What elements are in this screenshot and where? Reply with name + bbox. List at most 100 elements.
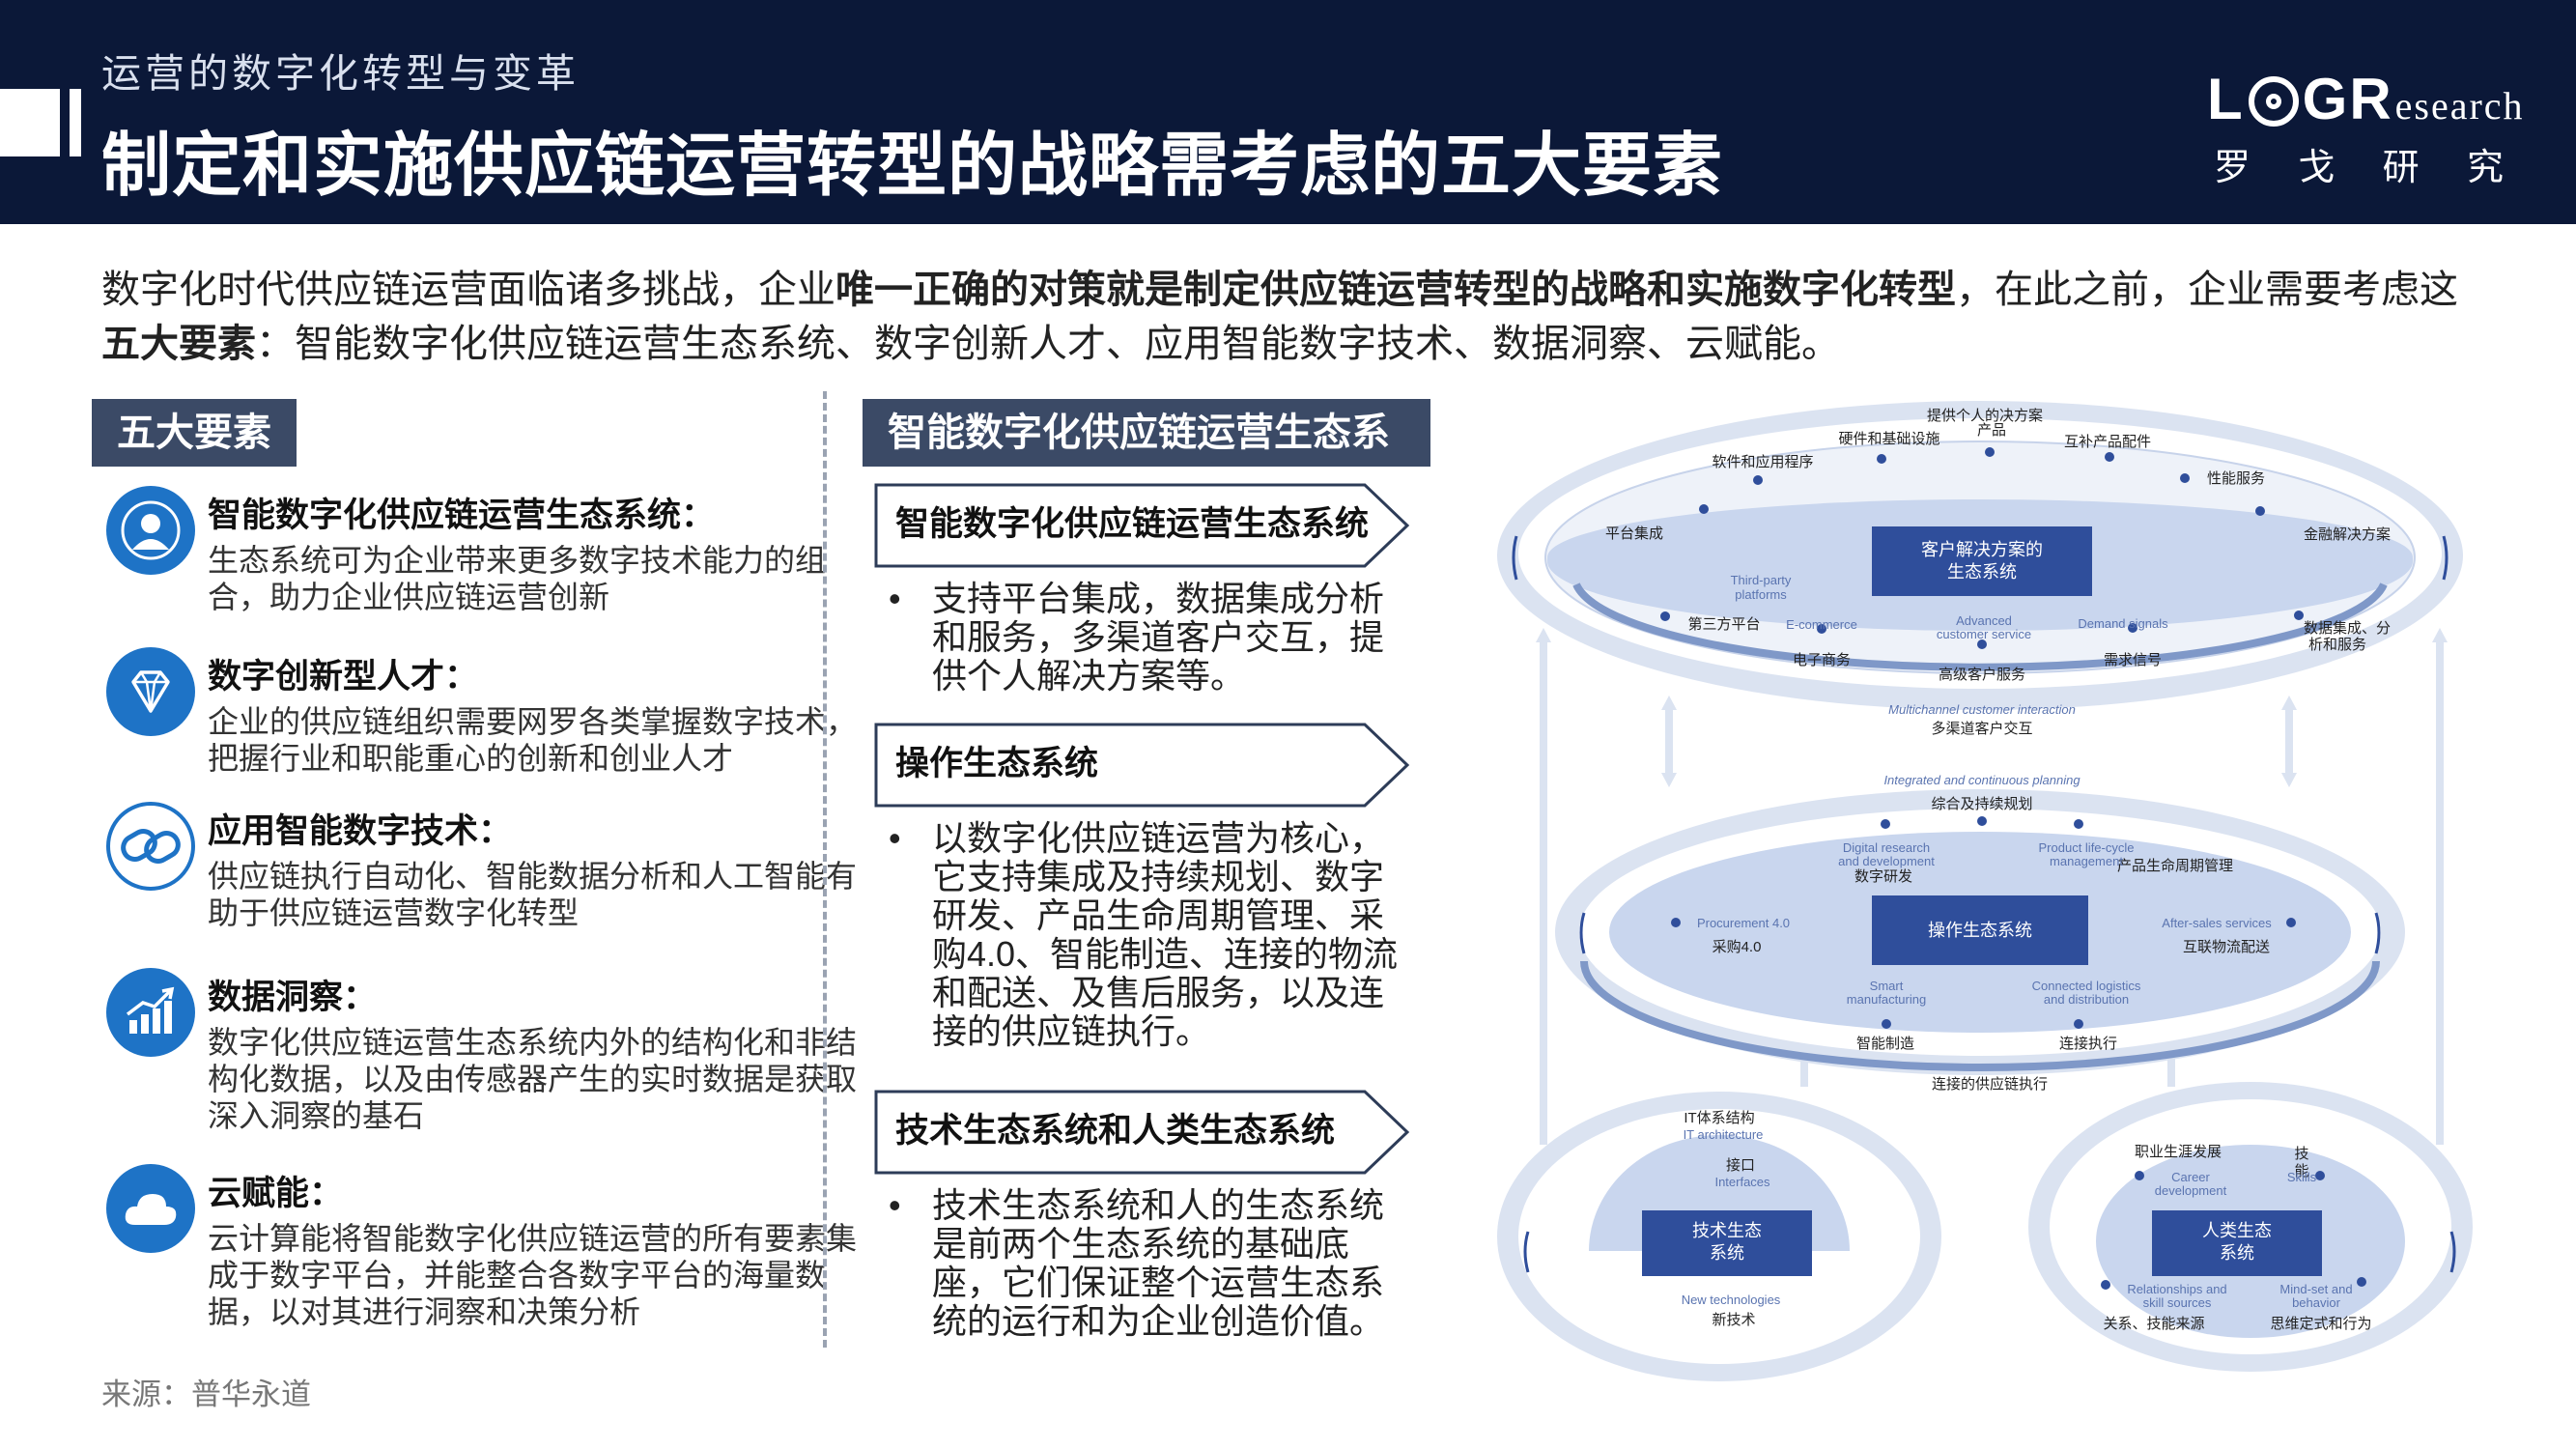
node-label-en: management [2050,854,2123,868]
node-label-en: customer service [1937,627,2031,641]
node-label: 金融解决方案 [2304,526,2391,543]
node-label-en: After-sales services [2162,916,2272,930]
node-label: 技 [2294,1146,2308,1162]
node-label-en: platforms [1735,587,1787,602]
chain-link-icon [106,802,195,891]
logo-char: 究 [2466,148,2504,188]
node-label: 平台集成 [1605,526,1663,542]
ecosystem-tag: 智能数字化供应链运营生态系统 [863,399,1430,522]
intro-text: ：智能数字化供应链运营生态系统、数字创新人才、应用智能数字技术、数据洞察、云赋能… [256,323,1840,365]
node-label: 连接执行 [2059,1036,2117,1052]
node-label: 数字研发 [1854,868,1912,885]
node-label-en: Mind-set and [2279,1282,2352,1296]
bullet-dot: • [889,579,901,618]
node-label-en: Third-party [1731,573,1792,587]
factor-desc: 数字化供应链运营生态系统内外的结构化和非结构化数据，以及由传感器产生的实时数据是… [208,1025,858,1133]
center-box [2152,1210,2322,1276]
node-label: 能 [2294,1163,2308,1179]
bar-chart-icon [106,968,195,1057]
node-label: 互联物流配送 [2183,939,2270,955]
node-dots [1671,816,2296,1029]
five-factors-tag: 五大要素 [92,399,297,467]
operations-ecosystem: 操作生态系统 综合及持续规划 数字研发 产品生命周期管理 采购4.0 互联物流配… [1555,773,2405,1093]
node-label: 互补产品配件 [2064,434,2151,450]
diamond-icon [106,647,195,736]
logo-letter-l: L [2207,67,2245,131]
node-label-en: behavior [2292,1295,2341,1310]
intro-emphasis: 五大要素 [101,323,256,365]
intro-paragraph: 数字化时代供应链运营面临诸多挑战，企业唯一正确的对策就是制定供应链运营转型的战略… [101,263,2477,371]
logo: L GR esearch [2207,66,2525,132]
factor-desc: 生态系统可为企业带来更多数字技术能力的组合，助力企业供应链运营创新 [208,543,827,614]
node-label-en: Integrated and continuous planning [1883,773,2081,787]
node-label: 多渠道客户交互 [1931,720,2032,737]
center-box [1872,895,2088,965]
node-label-en: Advanced [1956,613,2012,628]
ecosystem-diagram: 客户解决方案的 生态系统 提供个人的决方案 产品 硬件和基础设施 互补产品配件 … [1497,401,2473,1381]
node-label: 硬件和基础设施 [1838,431,1939,447]
intro-text: ，在此之前，企业需要考虑这 [1956,269,2458,311]
node-label-en: Smart [1870,979,1904,993]
page-title: 制定和实施供应链运营转型的战略需考虑的五大要素 [101,128,1724,205]
factor-name: 云赋能： [208,1175,344,1212]
node-label-en: Relationships and [2127,1282,2226,1296]
human-ecosystem: 人类生态 系统 职业生涯发展 技 能 关系、技能来源 思维定式和行为 Caree… [2028,1082,2473,1372]
bullet-dot: • [889,818,901,858]
center-label: 生态系统 [1947,562,2017,582]
node-label: 综合及持续规划 [1931,796,2032,812]
node-label: 需求信号 [2104,652,2162,668]
node-label-en: skill sources [2143,1295,2212,1310]
node-label-en: manufacturing [1847,992,1926,1007]
node-label-en: Multichannel customer interaction [1888,702,2076,717]
node-label: 采购4.0 [1713,939,1762,955]
factor-name: 数据洞察： [208,979,378,1016]
node-label-en: Demand signals [2078,616,2168,631]
node-label: 高级客户服务 [1939,667,2025,683]
node-label-en: New technologies [1682,1293,1781,1307]
section-title: 技术生态系统和人类生态系统 [895,1112,1336,1150]
header-banner: 运营的数字化转型与变革 制定和实施供应链运营转型的战略需考虑的五大要素 L GR… [0,0,2576,224]
node-label: 新技术 [1712,1312,1755,1328]
node-label: 产品生命周期管理 [2117,857,2233,874]
cloud-icon [106,1164,195,1253]
center-label: 人类生态 [2202,1221,2272,1240]
node-label: 软件和应用程序 [1712,453,1813,470]
node-label: 产品 [1977,422,2006,439]
section-header: 智能数字化供应链运营生态系统 [874,483,1410,568]
center-label: 客户解决方案的 [1921,540,2043,559]
factor-desc: 供应链执行自动化、智能数据分析和人工智能有助于供应链运营数字化转型 [208,859,858,930]
section-title: 智能数字化供应链运营生态系统 [895,505,1370,543]
node-label: 智能制造 [1856,1035,1914,1052]
node-label-en: Interfaces [1714,1175,1770,1189]
node-label: 电子商务 [1793,652,1851,668]
node-label-en: Digital research [1843,840,1930,855]
logo-char: 罗 [2214,148,2251,188]
center-box [1642,1210,1812,1276]
node-label-en: and distribution [2044,992,2129,1007]
bullet-dot: • [889,1185,901,1225]
node-label-en: and development [1838,854,1935,868]
node-dots [1660,447,2304,649]
node-label: 性能服务 [2207,470,2265,487]
section-header: 操作生态系统 [874,723,1410,808]
node-label: 接口 [1726,1157,1755,1174]
center-label: 操作生态系统 [1928,921,2032,940]
node-label-en: Product life-cycle [2039,840,2135,855]
node-label-en: IT architecture [1684,1127,1764,1142]
center-box [1872,526,2092,596]
node-label-en: Career [2171,1170,2210,1184]
column-divider [823,391,827,1348]
node-label: IT体系结构 [1684,1110,1754,1126]
node-label-en: Skills [2287,1170,2317,1184]
logo-circle-icon [2248,76,2299,127]
factor-name: 智能数字化供应链运营生态系统： [208,497,716,534]
node-label: 思维定式和行为 [2270,1316,2371,1332]
logo-research: esearch [2394,84,2525,128]
logo-chinese: 罗 戈 研 究 [2214,137,2504,190]
section-title: 操作生态系统 [895,745,1099,782]
customer-solution-ecosystem: 客户解决方案的 生态系统 提供个人的决方案 产品 硬件和基础设施 互补产品配件 … [1497,401,2463,737]
node-dots [2101,1171,2366,1290]
bullet-text: 技术生态系统和人的生态系统是前两个生态系统的基础底座，它们保证整个运营生态系统的… [932,1185,1385,1341]
header-subtitle: 运营的数字化转型与变革 [101,51,580,96]
node-label-en: Connected logistics [2032,979,2141,993]
